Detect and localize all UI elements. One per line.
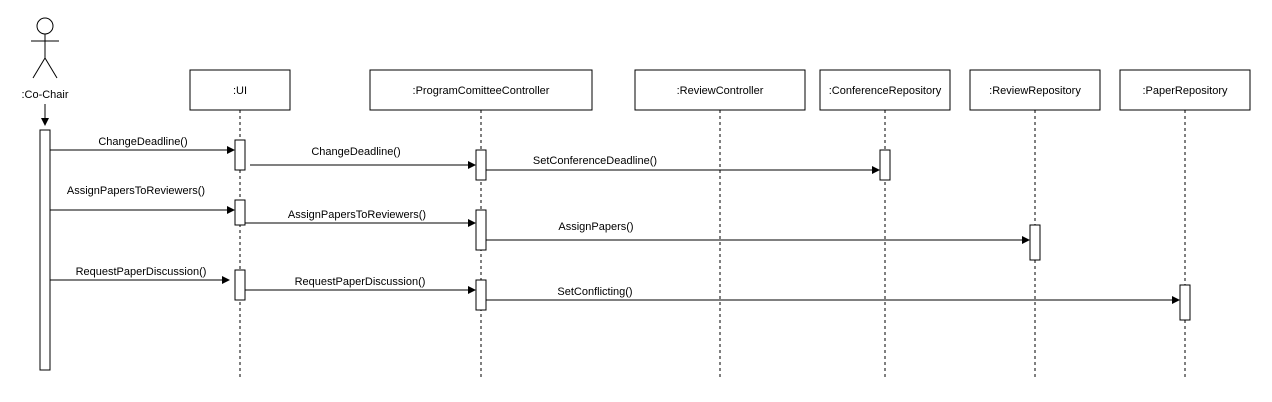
activation-ui-2: [234, 199, 246, 226]
actor-co-chair[interactable]: :Co-Chair: [21, 17, 69, 101]
actor-activation: [39, 129, 51, 371]
participant-label: :UI: [233, 85, 247, 97]
participant-conference-repository[interactable]: :ConferenceRepository: [819, 69, 951, 111]
message-label: ChangeDeadline(): [98, 136, 187, 148]
participant-ui[interactable]: :UI: [189, 69, 291, 111]
activation-ui-1: [234, 139, 246, 171]
participant-box: [634, 69, 806, 111]
participant-box: [969, 69, 1101, 111]
message-label: AssignPapers(): [558, 221, 633, 233]
message-assign-papers-to-reviewers-to-ui[interactable]: AssignPapersToReviewers(): [50, 185, 235, 214]
participant-box: [189, 69, 291, 111]
participant-box: [819, 69, 951, 111]
actor-right-leg: [44, 57, 58, 79]
message-set-conflicting[interactable]: SetConflicting(): [486, 286, 1180, 304]
message-label: SetConflicting(): [557, 286, 632, 298]
actor-head: [36, 17, 54, 35]
message-request-paper-discussion-to-ui[interactable]: RequestPaperDiscussion(): [50, 266, 230, 284]
message-assign-papers-to-reviewers-to-pcc[interactable]: AssignPapersToReviewers(): [245, 209, 476, 227]
message-label: RequestPaperDiscussion(): [76, 266, 207, 278]
participant-review-repository[interactable]: :ReviewRepository: [969, 69, 1101, 111]
activation-pcc-2: [475, 209, 487, 251]
activation-pcc-3: [475, 279, 487, 311]
message-change-deadline-to-pcc[interactable]: ChangeDeadline(): [250, 146, 476, 169]
message-label: ChangeDeadline(): [311, 146, 400, 158]
message-request-paper-discussion-to-pcc[interactable]: RequestPaperDiscussion(): [245, 276, 476, 294]
participant-program-comittee-controller[interactable]: :ProgramComitteeController: [369, 69, 593, 111]
participant-label: :PaperRepository: [1143, 85, 1228, 97]
activation-review-repository: [1029, 224, 1041, 261]
participant-paper-repository[interactable]: :PaperRepository: [1119, 69, 1251, 111]
message-label: RequestPaperDiscussion(): [295, 276, 426, 288]
participant-label: :ReviewRepository: [989, 85, 1081, 97]
message-label: SetConferenceDeadline(): [533, 155, 657, 167]
activation-paper-repository: [1179, 284, 1191, 321]
message-label: AssignPapersToReviewers(): [67, 185, 205, 197]
message-label: AssignPapersToReviewers(): [288, 209, 426, 221]
activation-conference-repository: [879, 149, 891, 181]
participant-box: [1119, 69, 1251, 111]
actor-label: :Co-Chair: [21, 89, 68, 101]
actor-left-leg: [32, 57, 46, 79]
participant-review-controller[interactable]: :ReviewController: [634, 69, 806, 111]
activation-pcc-1: [475, 149, 487, 181]
message-change-deadline-to-ui[interactable]: ChangeDeadline(): [50, 136, 235, 154]
participant-label: :ReviewController: [677, 85, 764, 97]
message-set-conference-deadline[interactable]: SetConferenceDeadline(): [486, 155, 880, 174]
participant-label: :ProgramComitteeController: [413, 85, 550, 97]
message-assign-papers[interactable]: AssignPapers(): [486, 221, 1030, 244]
participant-label: :ConferenceRepository: [829, 85, 942, 97]
activation-ui-3: [234, 269, 246, 301]
